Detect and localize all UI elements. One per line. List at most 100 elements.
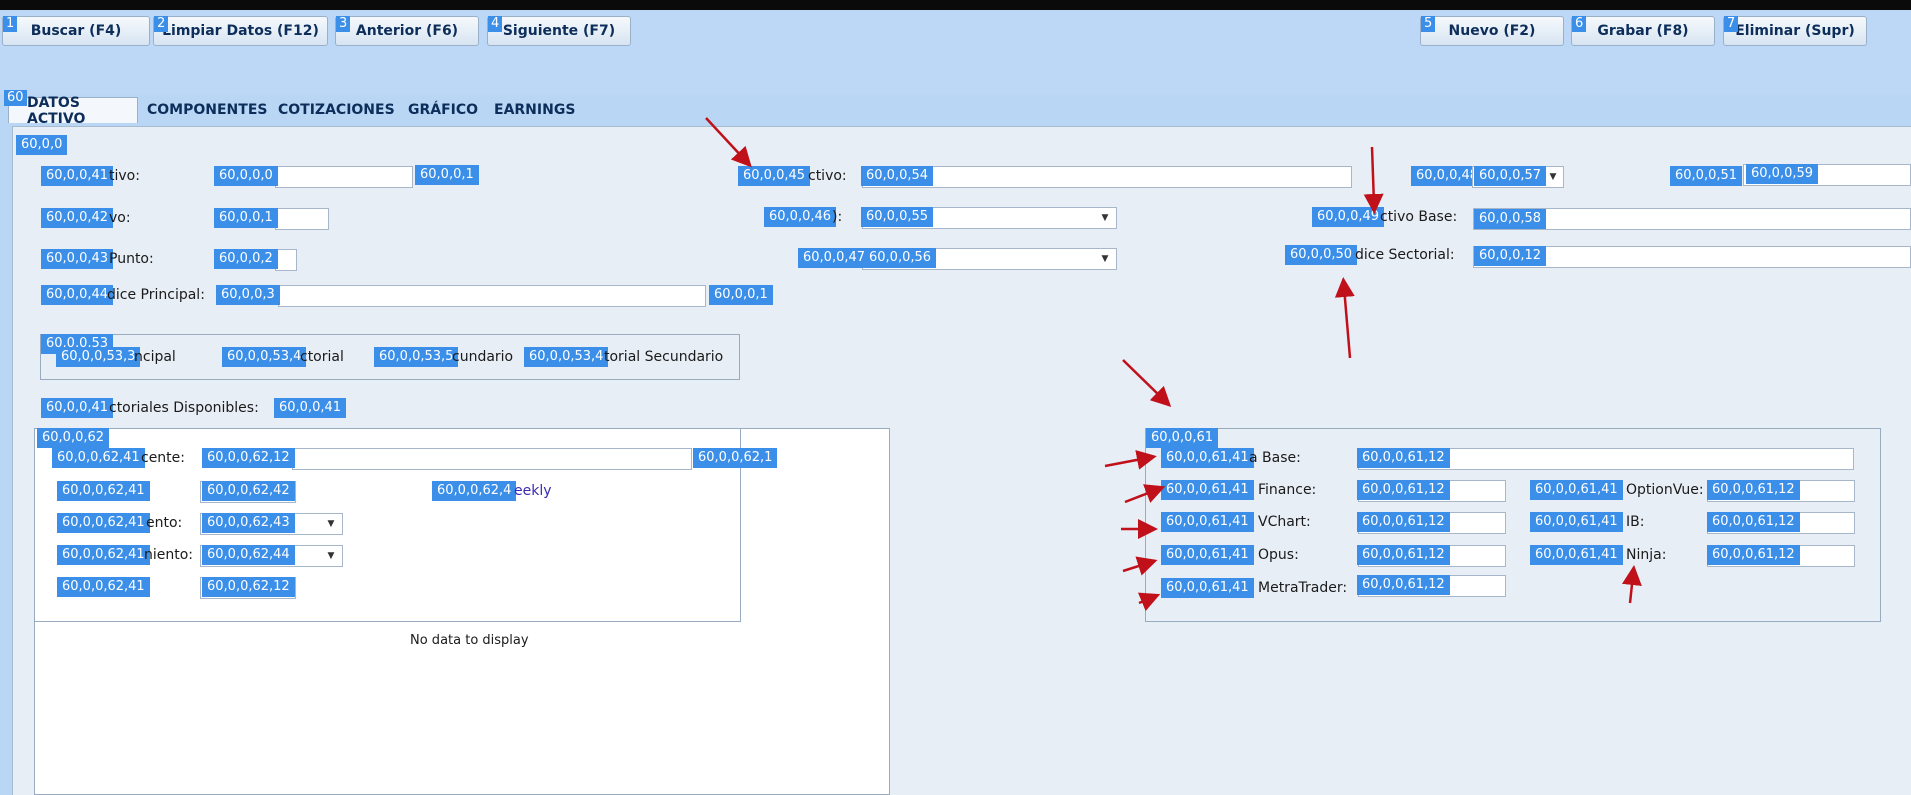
label-badge: 60,0,0,61,41 <box>1161 480 1254 500</box>
tabs-badge: 60 <box>4 90 27 106</box>
siguiente-button[interactable]: Siguiente (F7) <box>487 16 631 46</box>
field-badge: 60,0,0,1 <box>214 208 278 228</box>
field-badge: 60,0,0,61,12 <box>1707 545 1800 565</box>
field-badge: 60,0,0,12 <box>1474 246 1547 266</box>
limpiar-datos-button[interactable]: Limpiar Datos (F12) <box>153 16 328 46</box>
label-badge: 60,0,0,46 <box>764 207 837 227</box>
platform-label-base: a Base: <box>1249 450 1301 466</box>
group-badge: 60,0,0,62 <box>37 428 110 448</box>
tab-earnings[interactable]: EARNINGS <box>494 102 576 118</box>
window-top-strip <box>0 0 1911 10</box>
field-badge: 60,0,0,61,12 <box>1357 512 1450 532</box>
field-badge: 60,0,0,61,12 <box>1707 512 1800 532</box>
weekly-badge[interactable]: 60,0,0,62,4 <box>432 481 517 501</box>
label-badge: 60,0,0,62,41 <box>57 577 150 597</box>
tab-datos-activo[interactable]: DATOS ACTIVO <box>8 95 138 127</box>
field-badge: 60,0,0,0 <box>214 166 278 186</box>
panel-badge: 60,0,0 <box>16 135 68 155</box>
button-number-badge: 3 <box>336 16 351 32</box>
radio-badge[interactable]: 60,0,0,53,3 <box>56 347 141 367</box>
nuevo-button[interactable]: Nuevo (F2) <box>1420 16 1564 46</box>
chevron-down-icon[interactable]: ▼ <box>327 551 335 561</box>
grid-empty-message: No data to display <box>410 633 529 648</box>
buscar-button[interactable]: Buscar (F4) <box>2 16 150 46</box>
anterior-button[interactable]: Anterior (F6) <box>335 16 479 46</box>
label-badge: 60,0,0,62,41 <box>52 448 145 468</box>
label-badge: 60,0,0,62,41 <box>57 481 150 501</box>
field-badge: 60,0,0,62,42 <box>202 481 295 501</box>
platform-label-vchart: VChart: <box>1258 514 1311 530</box>
radio-label: cundario <box>452 349 514 365</box>
field-extra-badge[interactable]: 60,0,0,62,1 <box>693 448 778 468</box>
chevron-down-icon[interactable]: ▼ <box>1101 213 1109 223</box>
field-extra-badge[interactable]: 60,0,0,1 <box>415 165 479 185</box>
eliminar-button[interactable]: Eliminar (Supr) <box>1723 16 1867 46</box>
button-number-badge: 6 <box>1572 16 1587 32</box>
radio-label: torial Secundario <box>604 349 724 365</box>
label-badge: 60,0,0,47 <box>798 248 871 268</box>
indice-sectorial-label: dice Sectorial: <box>1355 247 1455 263</box>
field-badge: 60,0,0,55 <box>861 207 934 227</box>
mid-field-2-label: ): <box>832 209 843 225</box>
radio-badge[interactable]: 60,0,0,53,4 <box>524 347 609 367</box>
indice-principal-field[interactable] <box>278 285 706 307</box>
tab-cotizaciones[interactable]: COTIZACIONES <box>278 102 395 118</box>
field-badge: 60,0,0,62,12 <box>202 448 295 468</box>
radio-label: ncipal <box>134 349 176 365</box>
tab-grafico[interactable]: GRÁFICO <box>408 102 479 118</box>
label-badge: 60,0,0,61,41 <box>1530 480 1623 500</box>
label-badge: 60,0,0,61,41 <box>1161 512 1254 532</box>
label-badge: 60,0,0,61,41 <box>1530 512 1623 532</box>
toolbar: Buscar (F4) 1 Limpiar Datos (F12) 2 Ante… <box>0 10 1911 95</box>
lower-left-label-4: niento: <box>144 547 194 563</box>
button-number-badge: 1 <box>3 16 18 32</box>
tab-componentes[interactable]: COMPONENTES <box>147 102 268 118</box>
activo-base-label: ctivo Base: <box>1380 209 1458 225</box>
platform-label-ninja: Ninja: <box>1626 547 1667 563</box>
label-badge: 60,0,0,41 <box>41 166 114 186</box>
lower-left-field-1[interactable] <box>292 448 692 470</box>
label-badge: 60,0,0,42 <box>41 208 114 228</box>
field-2-label: vo: <box>109 210 131 226</box>
field-3-label: Punto: <box>109 251 154 267</box>
radio-label: ctorial <box>300 349 344 365</box>
field-badge: 60,0,0,58 <box>1474 209 1547 229</box>
lower-left-label-3: ento: <box>146 515 183 531</box>
label-badge: 60,0,0,48 <box>1411 166 1484 186</box>
field-badge: 60,0,0,56 <box>864 248 937 268</box>
lower-left-label-1: cente: <box>141 450 186 466</box>
mid-field-1-label: ctivo: <box>808 168 847 184</box>
group-badge: 60,0,0,61 <box>1146 428 1219 448</box>
field-3[interactable] <box>275 249 297 271</box>
label-badge: 60,0,0,49 <box>1312 207 1385 227</box>
button-number-badge: 4 <box>488 16 503 32</box>
chevron-down-icon[interactable]: ▼ <box>1549 172 1557 182</box>
field-badge: 60,0,0,62,12 <box>202 577 295 597</box>
radio-badge[interactable]: 60,0,0,53,5 <box>374 347 459 367</box>
field-badge: 60,0,0,61,12 <box>1357 575 1450 595</box>
field-badge: 60,0,0,61,12 <box>1707 480 1800 500</box>
chevron-down-icon[interactable]: ▼ <box>327 519 335 529</box>
field-badge: 60,0,0,59 <box>1746 164 1819 184</box>
grabar-button[interactable]: Grabar (F8) <box>1571 16 1715 46</box>
platform-label-opus: Opus: <box>1258 547 1299 563</box>
field-1[interactable] <box>275 166 413 188</box>
field-badge: 60,0,0,61,12 <box>1357 448 1450 468</box>
weekly-option-label[interactable]: eekly <box>514 483 552 499</box>
indice-principal-label: dice Principal: <box>107 287 205 303</box>
label-badge: 60,0,0,41 <box>41 398 114 418</box>
sectoriales-disponibles-label: ctoriales Disponibles: <box>109 400 259 416</box>
label-badge: 60,0,0,50 <box>1285 245 1358 265</box>
mid-field-1[interactable] <box>862 166 1352 188</box>
field-extra-badge[interactable]: 60,0,0,1 <box>709 285 773 305</box>
platform-label-optionvue: OptionVue: <box>1626 482 1704 498</box>
field-2[interactable] <box>275 208 329 230</box>
radio-badge[interactable]: 60,0,0,53,4 <box>222 347 307 367</box>
chevron-down-icon[interactable]: ▼ <box>1101 254 1109 264</box>
field-badge[interactable]: 60,0,0,41 <box>274 398 347 418</box>
label-badge: 60,0,0,62,41 <box>57 545 150 565</box>
label-badge: 60,0,0,61,41 <box>1161 578 1254 598</box>
field-badge: 60,0,0,57 <box>1474 166 1547 186</box>
field-1-label: tivo: <box>109 168 140 184</box>
field-badge: 60,0,0,3 <box>216 285 280 305</box>
